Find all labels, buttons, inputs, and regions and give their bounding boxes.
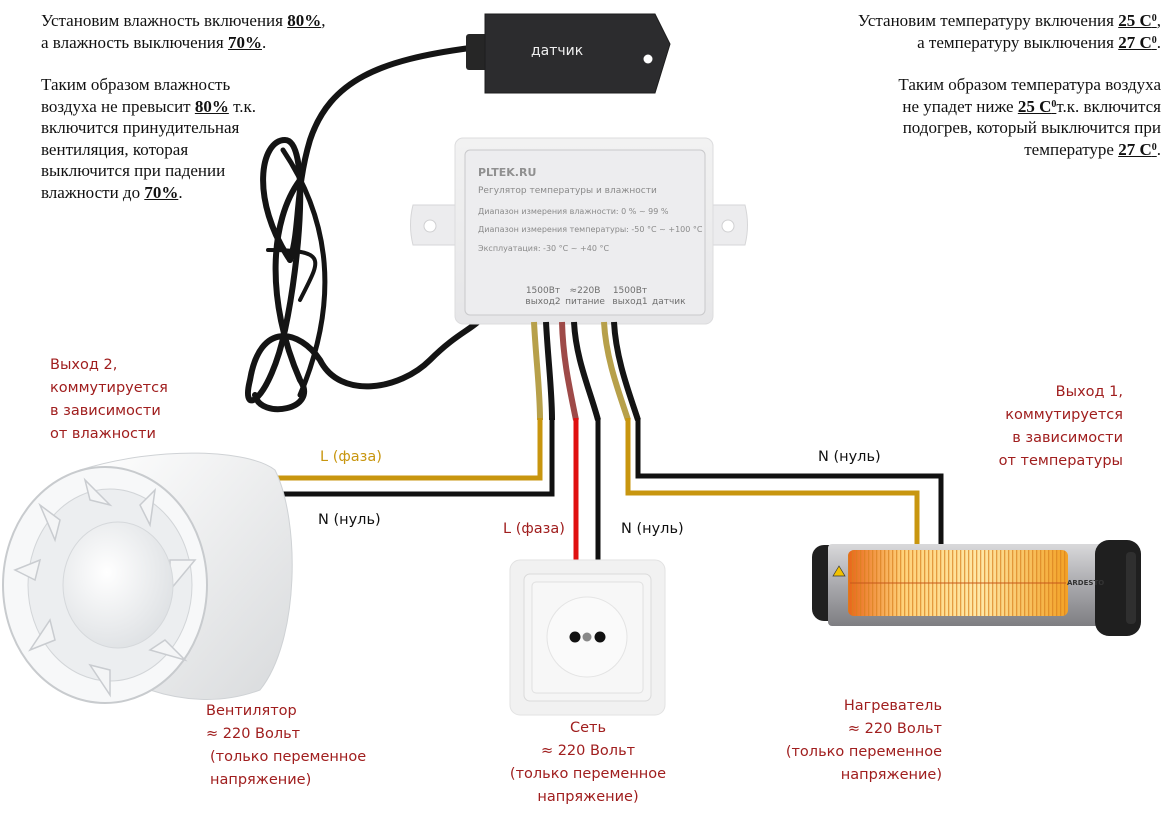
heater-neutral-wire <box>635 418 944 545</box>
punct: . <box>261 32 267 52</box>
note-line: от температуры <box>998 453 1123 469</box>
terminal-name: выход1 <box>612 297 648 307</box>
caption-line: напряжение) <box>840 767 942 783</box>
mains-neutral-label: N (нуль) <box>621 521 684 537</box>
temp-explanation-line: температуре <box>1024 139 1119 159</box>
note-line: Выход 1, <box>1055 384 1123 400</box>
humidity-explanation-line: Таким образом влажность <box>41 75 231 94</box>
caption-line: Вентилятор <box>206 703 297 719</box>
caption-line: Нагреватель <box>843 698 942 714</box>
controller-brand: PLTEK.RU <box>478 166 537 179</box>
controller-operating-range: Эксплуатация: -30 °C ~ +40 °C <box>478 244 610 253</box>
punct: , <box>1156 11 1161 30</box>
note-line: коммутируется <box>50 380 168 396</box>
fan-neutral-label: N (нуль) <box>318 512 381 528</box>
output1-note: Выход 1, коммутируется в зависимости от … <box>980 381 1123 473</box>
fan-caption: Вентилятор ≈ 220 Вольт (только переменно… <box>206 700 396 792</box>
fan-phase-wire <box>272 418 543 481</box>
caption-line: ≈ 220 Вольт <box>206 726 301 742</box>
caption-line: напряжение) <box>537 789 639 805</box>
mains-socket <box>509 559 666 716</box>
humidity-explanation-line: вентиляция, которая <box>41 139 189 159</box>
controller-temp-range: Диапазон измерения температуры: -50 °C ~… <box>478 225 703 234</box>
temp-on-value: 25 С <box>1118 11 1152 30</box>
note-line: в зависимости <box>1012 430 1123 446</box>
humidity-explanation-line: влажности до <box>41 182 145 202</box>
caption-line: (только переменное <box>210 749 367 765</box>
humidity-on-value: 80% <box>287 11 322 30</box>
heater-caption: Нагреватель ≈ 220 Вольт (только переменн… <box>760 695 942 787</box>
degree-mark: 0 <box>1151 13 1157 24</box>
note-line: в зависимости <box>50 403 161 419</box>
sensor-device <box>466 13 671 94</box>
heater-device <box>812 540 1141 636</box>
controller-box <box>410 137 748 325</box>
terminal-power: ≈220В <box>569 286 601 296</box>
note-line: от влажности <box>50 426 156 442</box>
sensor-cable <box>245 45 483 413</box>
humidity-off-value: 70% <box>227 32 262 52</box>
temp-explanation-line: Таким образом температура воздуха <box>898 75 1161 94</box>
terminal-power-input: ≈220В питание <box>565 286 605 308</box>
terminal-output1: 1500Вт выход1 <box>612 286 648 308</box>
humidity-settings-note: Установим влажность включения 80%, а вла… <box>41 10 371 203</box>
humidity-explanation-line: выключится при падении <box>41 161 226 180</box>
heater-brand: ARDESTO <box>1067 579 1105 587</box>
caption-line: напряжение) <box>210 772 312 788</box>
caption-line: ≈ 220 Вольт <box>540 743 636 759</box>
temp-min-value: 25 С <box>1017 96 1052 116</box>
controller-title: Регулятор температуры и влажности <box>478 186 657 196</box>
fan-neutral-wire <box>275 418 555 497</box>
temp-on-text: Установим температуру включения <box>857 11 1119 30</box>
humidity-explanation-line: воздуха не превысит <box>41 96 195 116</box>
humidity-off-text: а влажность выключения <box>41 32 228 52</box>
fan-phase-label: L (фаза) <box>320 449 382 465</box>
terminal-name: выход2 <box>525 297 561 307</box>
temp-off-text: а температуру выключения <box>917 32 1119 52</box>
controller-humidity-range: Диапазон измерения влажности: 0 % ~ 99 % <box>478 207 669 216</box>
terminal-sensor: датчик <box>652 297 686 307</box>
caption-line: ≈ 220 Вольт <box>847 721 942 737</box>
humidity-explanation-line: т.к. <box>228 96 257 116</box>
heater-phase-wire <box>625 418 920 545</box>
terminal-output2: 1500Вт выход2 <box>525 286 561 308</box>
note-line: коммутируется <box>1005 407 1123 423</box>
mains-phase-label: L (фаза) <box>503 521 565 537</box>
punct: . <box>1156 139 1161 159</box>
humidity-explanation-line: включится принудительная <box>41 118 240 137</box>
punct: . <box>178 182 183 202</box>
temperature-settings-note: Установим температуру включения 25 С0, а… <box>781 10 1161 160</box>
temp-off-value-repeat: 27 С <box>1118 139 1152 159</box>
degree-mark: 0 <box>1151 34 1157 46</box>
heater-neutral-label: N (нуль) <box>818 449 881 465</box>
temp-off-value: 27 С <box>1118 32 1152 52</box>
humidity-min-value: 70% <box>144 182 179 202</box>
output2-note: Выход 2, коммутируется в зависимости от … <box>50 354 190 446</box>
temp-explanation-line: не упадет ниже <box>902 96 1018 116</box>
caption-line: Сеть <box>569 720 607 736</box>
note-line: Выход 2, <box>50 357 118 373</box>
humidity-on-text: Установим влажность включения <box>41 11 288 30</box>
punct: . <box>1156 32 1161 52</box>
humidity-max-value: 80% <box>194 96 229 116</box>
degree-mark: 0 <box>1151 141 1157 153</box>
controller-wire-stubs <box>531 321 641 421</box>
fan-device <box>2 452 293 704</box>
terminal-power: 1500Вт <box>525 286 561 296</box>
temp-explanation-line: подогрев, который выключится при <box>902 118 1161 137</box>
caption-line: (только переменное <box>509 766 667 782</box>
terminal-name: питание <box>565 297 605 307</box>
terminal-power: 1500Вт <box>612 286 648 296</box>
temp-explanation-line: т.к. включится <box>1056 96 1161 116</box>
punct: , <box>321 11 326 30</box>
caption-line: (только переменное <box>785 744 942 760</box>
sensor-label: датчик <box>531 43 584 59</box>
mains-caption: Сеть ≈ 220 Вольт (только переменное напр… <box>488 717 688 809</box>
degree-mark: 0 <box>1051 98 1057 110</box>
